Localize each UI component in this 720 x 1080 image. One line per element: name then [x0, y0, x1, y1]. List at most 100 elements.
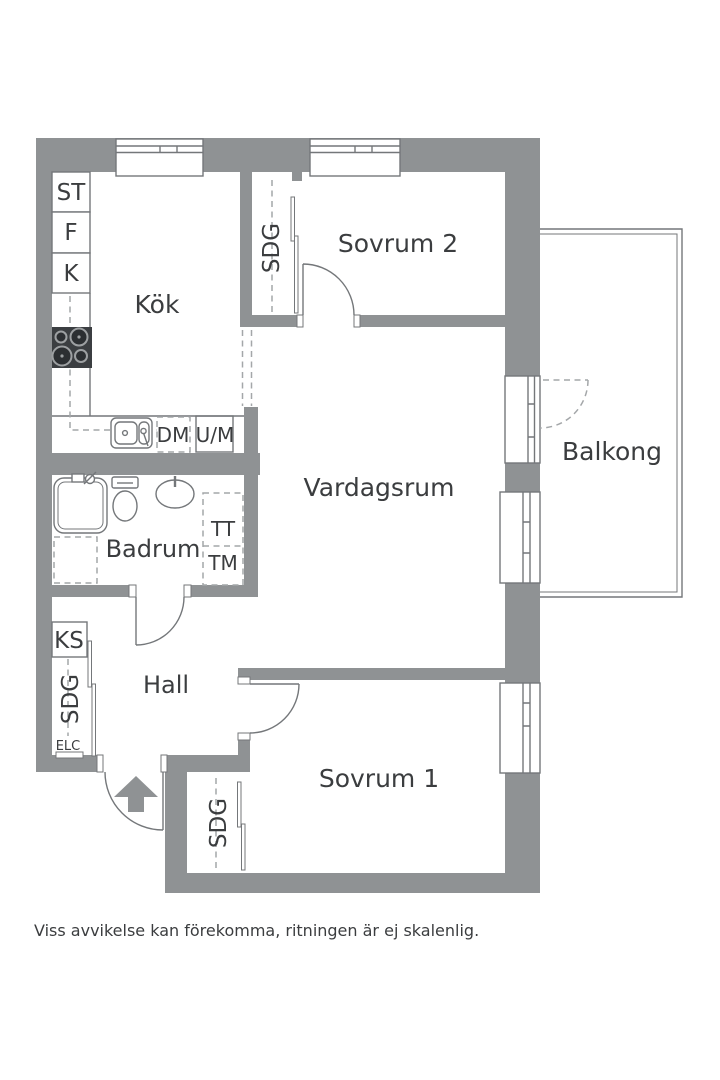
window-kitchen-glazing	[116, 145, 203, 154]
window-balcony-frame	[499, 491, 541, 584]
wall-bottom	[165, 873, 540, 893]
sink-faucet-spout	[142, 432, 149, 447]
stove	[51, 327, 92, 368]
burner-dot-2	[60, 354, 64, 358]
label-tt: TT	[210, 517, 236, 541]
window-bedroom1-frame	[499, 682, 541, 774]
wall-bedroom2-bottom	[355, 315, 505, 327]
door-bedroom1-jamb-bottom	[237, 732, 251, 741]
wall-hall-bedroom1	[238, 668, 505, 680]
wall-closet1-left	[165, 755, 187, 873]
door-balcony-swing	[539, 379, 589, 429]
elc-box	[55, 751, 84, 759]
wall-bathroom-top	[36, 453, 260, 475]
closet-hall-slider-2	[91, 683, 96, 757]
burner-dot-1	[77, 335, 81, 339]
balcony-outline	[540, 228, 683, 598]
label-wardrobe-bedroom2: SDG	[259, 223, 285, 273]
door-entry-jamb-left	[96, 754, 104, 773]
label-bedroom1: Sovrum 1	[319, 764, 439, 793]
bathroom-dashed-zone	[53, 536, 98, 584]
balcony-border-inner	[540, 233, 678, 593]
wall-closet2-bottom	[240, 315, 302, 327]
windows	[115, 138, 541, 774]
label-k: K	[63, 261, 79, 287]
shower-outer	[53, 477, 108, 534]
kitchen-fixtures	[51, 171, 253, 453]
closet-bedroom2	[271, 180, 299, 314]
label-st: ST	[57, 180, 87, 206]
wall-entry-left	[36, 755, 103, 772]
door-bedroom2-swing	[302, 263, 355, 316]
cabinet-st	[51, 171, 91, 213]
window-bedroom2-frame	[309, 138, 401, 177]
toilet	[111, 476, 139, 522]
closets	[51, 180, 299, 871]
window-balcony-glazing	[522, 492, 531, 583]
cabinet-k	[51, 252, 91, 294]
label-bedroom2: Sovrum 2	[338, 229, 458, 258]
wall-bathroom-bottom-right	[185, 585, 258, 597]
label-kitchen: Kök	[135, 290, 180, 319]
washbasin	[155, 476, 195, 509]
label-dm: DM	[157, 423, 190, 447]
closet-bedroom1-slider-2	[241, 823, 246, 871]
closet-bedroom1-slider-1	[237, 781, 242, 828]
label-tm: TM	[207, 551, 237, 575]
dishwasher-box	[156, 416, 191, 453]
wall-kitchen-closet2	[240, 172, 252, 327]
kitchen-sink	[110, 417, 153, 449]
door-bedroom1	[237, 676, 300, 741]
closet-bedroom1	[215, 778, 246, 871]
window-bedroom2-glazing	[310, 145, 400, 154]
walls	[36, 138, 540, 893]
label-balcony: Balkong	[562, 437, 662, 466]
window-bedroom2	[309, 138, 401, 177]
balcony-door-glazing	[527, 376, 536, 463]
entry-arrow-icon	[114, 776, 158, 812]
bathroom-fixtures	[53, 471, 244, 586]
door-bathroom-jamb-left	[128, 584, 137, 598]
label-hall: Hall	[143, 671, 189, 699]
burner-small-2	[74, 349, 88, 363]
shower-head	[84, 473, 96, 485]
shower-arm	[83, 471, 97, 485]
wall-bathroom-bottom-left	[36, 585, 135, 597]
shower-mixer	[71, 473, 85, 483]
window-balcony	[499, 491, 541, 584]
window-bedroom1	[499, 682, 541, 774]
window-bedroom1-glazing	[522, 683, 531, 773]
label-wardrobe-hall: SDG	[58, 674, 84, 724]
wall-hall-stub-lower	[238, 733, 250, 772]
door-entry	[96, 754, 168, 831]
label-wardrobe-bedroom1: SDG	[206, 798, 232, 848]
window-kitchen-frame	[115, 138, 204, 177]
closet-bedroom2-slider-1	[290, 196, 295, 242]
kitchen-living-open-boundary	[241, 330, 253, 406]
ks-box	[51, 621, 88, 658]
balcony-border-outer	[540, 228, 683, 598]
door-bathroom-jamb-right	[183, 584, 192, 598]
door-bedroom2-jamb-left	[296, 314, 304, 328]
label-f: F	[64, 220, 77, 246]
burner-small-1	[54, 330, 68, 344]
disclaimer-text: Viss avvikelse kan förekomma, ritningen …	[34, 921, 479, 940]
sink-basin-left	[114, 421, 138, 445]
closet-hall	[51, 621, 96, 759]
door-bedroom1-swing	[249, 683, 300, 734]
laundry-area-box	[202, 492, 244, 586]
door-bedroom1-jamb-top	[237, 676, 251, 685]
toilet-bowl	[112, 490, 138, 522]
label-ks: KS	[54, 628, 84, 654]
doors	[96, 263, 589, 831]
wall-top	[36, 138, 540, 172]
door-bedroom2	[296, 263, 361, 328]
label-bathroom: Badrum	[106, 535, 201, 563]
sink-drain	[121, 429, 129, 437]
door-entry-swing	[104, 771, 164, 831]
label-um: U/M	[196, 423, 235, 447]
balcony-door	[504, 375, 541, 464]
door-bedroom2-jamb-right	[353, 314, 361, 328]
